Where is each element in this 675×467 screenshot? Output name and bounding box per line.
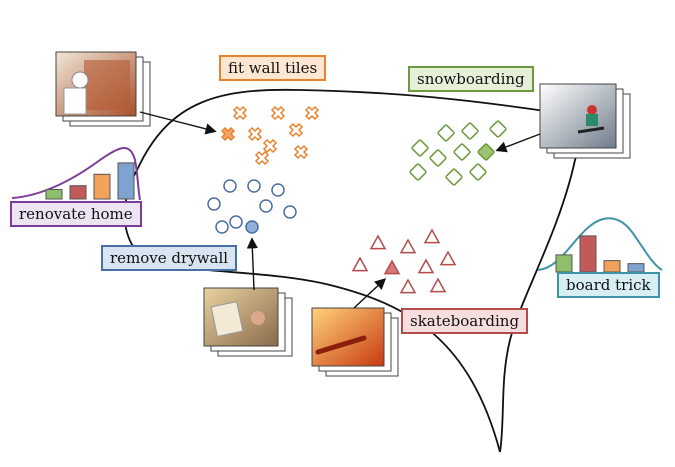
image-stack-fit-wall-tiles xyxy=(55,51,151,127)
diamond-icon xyxy=(429,149,447,167)
triangle-icon xyxy=(383,259,401,275)
x-mark-icon xyxy=(232,105,248,121)
arrow-drywall-to-cluster xyxy=(246,237,258,291)
histogram-board-trick xyxy=(537,217,663,273)
x-mark-icon xyxy=(254,150,270,166)
circle-icon xyxy=(245,220,259,234)
renovate-home-bar-2 xyxy=(69,185,87,200)
circle-icon xyxy=(259,199,273,213)
diamond-icon xyxy=(477,143,495,161)
circle-icon xyxy=(207,197,221,211)
diamond-icon xyxy=(445,168,463,186)
cluster-skateboarding xyxy=(351,228,457,294)
diamond-icon xyxy=(453,143,471,161)
triangle-icon xyxy=(369,234,387,250)
manifold-left-edge xyxy=(123,167,501,453)
snowboarder-figure xyxy=(587,105,597,115)
x-mark-icon xyxy=(304,105,320,121)
arrow-snow-to-cluster xyxy=(495,133,541,153)
skateboard-shape xyxy=(315,335,367,355)
label-renovate-home: renovate home xyxy=(10,201,142,227)
x-mark-icon xyxy=(262,138,278,154)
triangle-icon xyxy=(399,238,417,254)
histogram-renovate-home xyxy=(11,147,141,201)
label-fit-wall-tiles: fit wall tiles xyxy=(219,55,327,81)
x-mark-icon xyxy=(293,144,309,160)
distribution-curve-renovate xyxy=(11,147,141,201)
image-stack-remove-drywall xyxy=(203,287,293,357)
label-board-trick: board trick xyxy=(557,272,660,298)
circle-icon xyxy=(229,215,243,229)
diamond-icon xyxy=(469,163,487,181)
diamond-icon xyxy=(411,139,429,157)
triangle-icon xyxy=(439,250,457,266)
triangle-icon xyxy=(351,256,369,272)
label-skateboarding: skateboarding xyxy=(401,308,529,334)
circle-icon xyxy=(283,205,297,219)
x-mark-icon xyxy=(220,126,236,142)
arrow-tiles-to-cluster xyxy=(139,111,217,135)
triangle-icon xyxy=(399,278,417,294)
x-mark-icon xyxy=(288,122,304,138)
diamond-icon xyxy=(409,163,427,181)
renovate-home-bar-3 xyxy=(93,173,111,200)
circle-icon xyxy=(247,179,261,193)
circle-icon xyxy=(271,183,285,197)
triangle-icon xyxy=(423,228,441,244)
cluster-fit-wall-tiles xyxy=(220,105,320,166)
diamond-icon xyxy=(489,120,507,138)
label-remove-drywall: remove drywall xyxy=(101,245,238,271)
cluster-remove-drywall xyxy=(207,179,297,234)
board-trick-bar-3 xyxy=(603,260,621,273)
x-mark-icon xyxy=(270,105,286,121)
arrow-skate-to-cluster xyxy=(353,278,387,309)
cluster-snowboarding xyxy=(409,120,507,186)
circle-icon xyxy=(215,220,229,234)
x-mark-icon xyxy=(247,126,263,142)
triangle-icon xyxy=(429,277,447,293)
board-trick-bar-4 xyxy=(627,263,645,273)
arrows xyxy=(139,111,541,309)
diamond-icon xyxy=(461,122,479,140)
renovate-home-bar-4 xyxy=(117,162,135,200)
renovate-home-bar-1 xyxy=(45,189,63,200)
board-trick-bar-2 xyxy=(579,235,597,273)
triangle-icon xyxy=(417,258,435,274)
diamond-icon xyxy=(437,124,455,142)
label-snowboarding: snowboarding xyxy=(408,66,534,92)
worker-figure xyxy=(71,71,89,89)
circle-icon xyxy=(223,179,237,193)
image-stack-snowboarding xyxy=(539,83,631,159)
image-stack-skateboarding xyxy=(311,307,399,377)
worker-figure-drywall xyxy=(251,311,265,325)
board-trick-bar-1 xyxy=(555,254,573,273)
